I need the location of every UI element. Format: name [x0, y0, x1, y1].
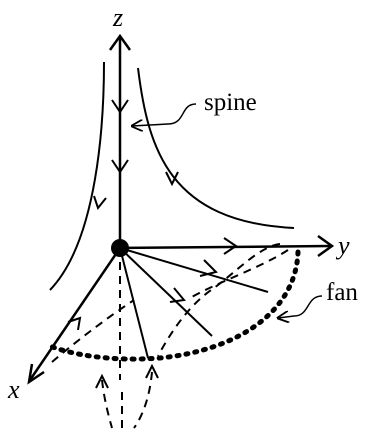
- spine-flow-arrow-1: [111, 99, 129, 114]
- fan-dashed-below-1: [101, 379, 113, 429]
- y-axis-label: y: [335, 231, 350, 260]
- y-axis-arrowhead: [317, 234, 335, 258]
- fan-ray-arrow-2: [169, 287, 186, 303]
- trajectory-left-arrow: [93, 195, 107, 211]
- x-axis-arrowhead: [27, 363, 45, 385]
- fan-leader: [278, 295, 323, 318]
- fan-dashed-curve-2: [189, 249, 289, 299]
- fan-boundary: [47, 249, 301, 362]
- spine-flow-arrow-2: [111, 159, 129, 174]
- fan-dashed-below-2: [133, 371, 153, 429]
- fan-ray-arrow-3: [67, 316, 82, 331]
- y-axis: [119, 244, 331, 250]
- fan-ray-1: [119, 247, 269, 293]
- fan-label: fan: [326, 279, 358, 306]
- fan-ray-arrow-1: [199, 259, 218, 277]
- x-axis-label: x: [7, 375, 20, 404]
- equilibrium-point: [111, 239, 129, 257]
- spine-leader: [132, 103, 197, 126]
- fan-dashed-arrow-1: [95, 373, 109, 389]
- z-axis-arrowhead: [108, 33, 132, 51]
- fan-dashed-curve-1: [157, 243, 281, 357]
- trajectory-right: [137, 67, 295, 229]
- z-axis-label: z: [112, 3, 123, 32]
- fan-dashed-arrow-2: [145, 363, 159, 379]
- fan-ray-3: [119, 247, 149, 359]
- spine-label: spine: [204, 89, 257, 116]
- trajectory-left: [49, 61, 105, 291]
- fan-ray-2: [119, 247, 213, 337]
- x-axis: [28, 247, 122, 381]
- trajectory-right-arrow: [165, 171, 179, 187]
- y-axis-flow-arrow: [223, 237, 238, 255]
